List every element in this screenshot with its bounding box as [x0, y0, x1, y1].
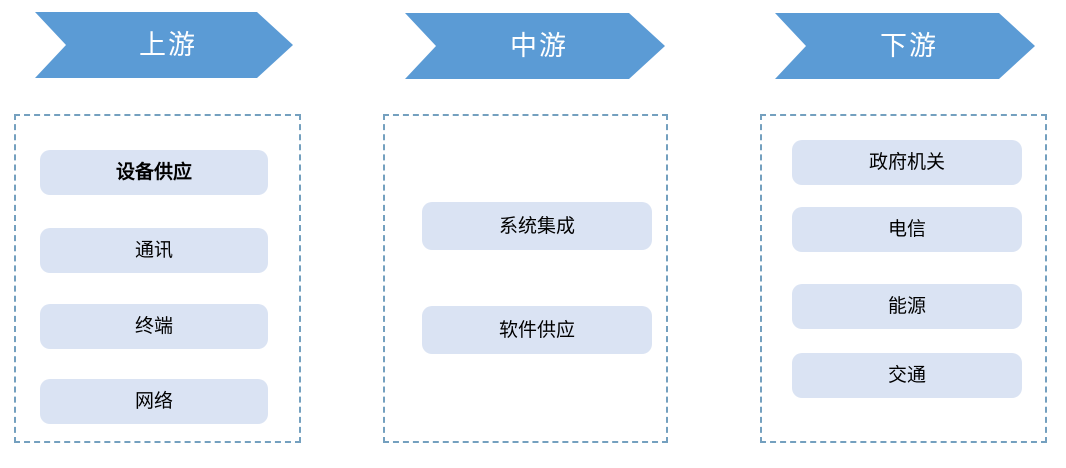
list-item-telecom: 电信: [792, 207, 1022, 252]
list-item-government: 政府机关: [792, 140, 1022, 185]
upstream-arrow-banner: 上游: [35, 12, 293, 78]
upstream-items-container: 设备供应 通讯 终端 网络: [14, 114, 301, 443]
list-item-label: 系统集成: [498, 215, 575, 237]
list-item-label: 交通: [887, 365, 926, 386]
list-item-label: 电信: [887, 219, 926, 240]
list-item-network: 网络: [40, 379, 268, 424]
list-item-terminal: 终端: [40, 304, 268, 349]
list-item-energy: 能源: [792, 284, 1022, 329]
upstream-header-label: 上游: [139, 29, 197, 60]
list-item-transportation: 交通: [792, 353, 1022, 398]
list-item-label: 终端: [134, 316, 173, 337]
list-item-label: 政府机关: [868, 152, 945, 173]
list-item-label: 软件供应: [498, 319, 575, 341]
list-item-software-supply: 软件供应: [422, 306, 652, 354]
midstream-items-container: 系统集成 软件供应: [383, 114, 668, 443]
list-item-label: 能源: [887, 296, 926, 317]
list-item-equipment-supply: 设备供应: [40, 150, 268, 195]
list-item-label: 设备供应: [115, 162, 192, 183]
list-item-system-integration: 系统集成: [422, 202, 652, 250]
list-item-label: 网络: [134, 391, 173, 412]
midstream-arrow-banner: 中游: [405, 13, 665, 79]
downstream-arrow-banner: 下游: [775, 13, 1035, 79]
midstream-header-label: 中游: [510, 30, 568, 61]
list-item-communication: 通讯: [40, 228, 268, 273]
downstream-items-container: 政府机关 电信 能源 交通: [760, 114, 1047, 443]
list-item-label: 通讯: [134, 240, 173, 261]
downstream-header-label: 下游: [880, 30, 938, 61]
